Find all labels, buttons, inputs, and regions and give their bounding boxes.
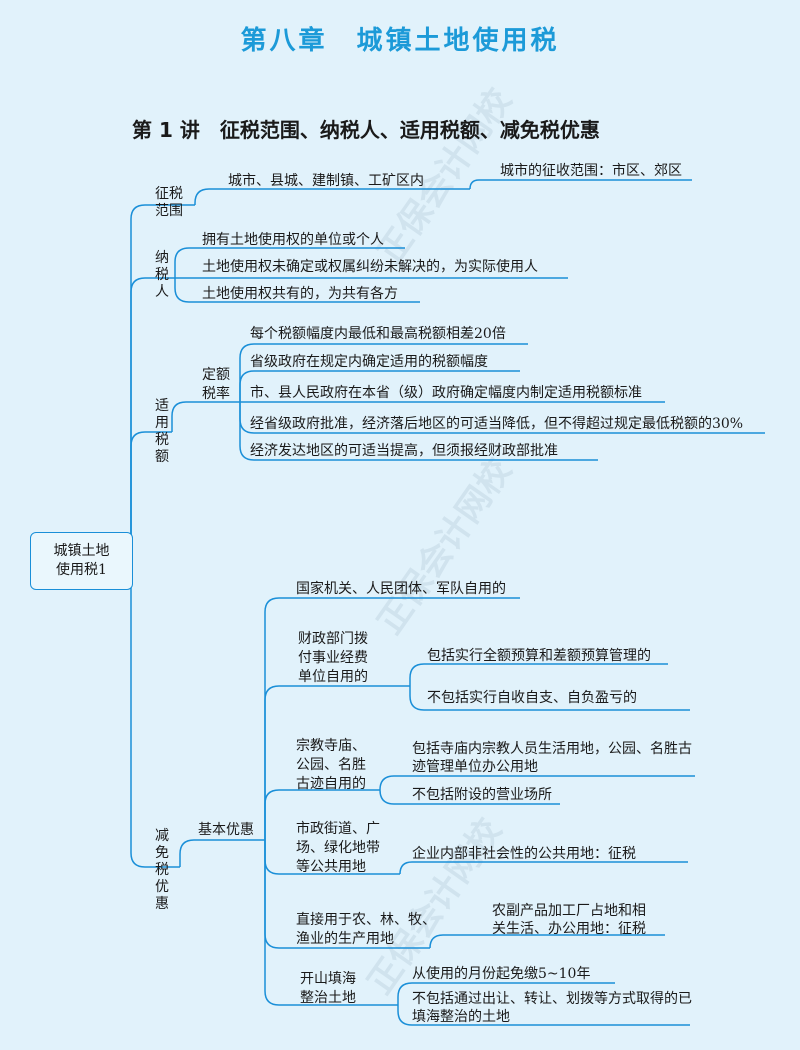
connector-line <box>174 278 420 303</box>
connector-line <box>174 247 405 278</box>
relief-item: 直接用于农、林、牧、渔业的生产用地 <box>296 912 436 947</box>
rate-item: 市、县人民政府在本省（级）政府确定幅度内制定适用税额标准 <box>250 385 642 401</box>
connector-line <box>264 685 410 840</box>
relief-item: 宗教寺庙、公园、名胜古迹自用的 <box>296 738 366 792</box>
connector-line <box>399 861 688 875</box>
connector-line <box>264 597 520 840</box>
connector-line <box>239 370 520 402</box>
connector-line <box>171 401 240 432</box>
relief-subitem: 从使用的月份起免缴5~10年 <box>412 966 591 982</box>
connector-line <box>130 431 172 561</box>
relief-subitem: 包括实行全额预算和差额预算管理的 <box>427 648 651 664</box>
relief-subitem: 不包括通过出让、转让、划拨等方式取得的已填海整治的土地 <box>412 991 692 1025</box>
lecture-title: 第 1 讲 征税范围、纳税人、适用税额、减免税优惠 <box>132 118 600 142</box>
connector-line <box>469 179 692 190</box>
taxpayer-item: 拥有土地使用权的单位或个人 <box>202 232 384 248</box>
relief-subitem: 包括寺庙内宗教人员生活用地，公园、名胜古迹管理单位办公用地 <box>412 741 692 775</box>
connector-line <box>179 839 265 867</box>
fixed-rate-label: 定额税率 <box>202 367 230 402</box>
connector-line <box>409 686 690 711</box>
connector-line <box>239 343 528 402</box>
scope-note: 城市的征收范围：市区、郊区 <box>500 163 682 179</box>
connector-line <box>264 789 380 840</box>
connector-line <box>379 789 560 805</box>
connector-line <box>409 663 668 686</box>
root-node: 城镇土地使用税1 <box>30 532 133 590</box>
taxpayer-label: 纳税人 <box>155 250 169 300</box>
relief-subitem: 不包括实行自收自支、自负盈亏的 <box>427 690 637 706</box>
relief-item: 开山填海整治土地 <box>300 971 356 1006</box>
rate-item: 经济发达地区的可适当提高，但须报经财政部批准 <box>250 443 558 459</box>
rate-label: 适用税额 <box>155 398 169 465</box>
scope-item: 城市、县城、建制镇、工矿区内 <box>228 173 424 189</box>
connector-line <box>130 204 195 561</box>
connector-line <box>379 775 695 791</box>
connector-line <box>397 1005 690 1026</box>
taxpayer-item: 土地使用权未确定或权属纠纷未解决的，为实际使用人 <box>202 259 538 275</box>
rate-item: 每个税额幅度内最低和最高税额相差20倍 <box>250 326 506 342</box>
connector-line <box>397 982 615 1005</box>
basic-relief-label: 基本优惠 <box>198 822 254 838</box>
connector-line <box>239 402 598 461</box>
chapter-title: 第八章 城镇土地使用税 <box>240 26 560 56</box>
relief-subitem: 农副产品加工厂占地和相关生活、办公用地：征税 <box>492 903 646 937</box>
connector-line <box>194 188 470 205</box>
relief-subitem: 企业内部非社会性的公共用地：征税 <box>412 846 636 862</box>
connector-line <box>429 934 665 949</box>
relief-item: 国家机关、人民团体、军队自用的 <box>296 581 506 597</box>
rate-item: 经省级政府批准，经济落后地区的可适当降低，但不得超过规定最低税额的30% <box>250 416 744 432</box>
relief-subitem: 不包括附设的营业场所 <box>412 787 552 803</box>
rate-item: 省级政府在规定内确定适用的税额幅度 <box>250 354 488 370</box>
taxpayer-item: 土地使用权共有的，为共有各方 <box>202 286 398 302</box>
connector-line <box>130 277 175 561</box>
relief-item: 市政街道、广场、绿化地带等公共用地 <box>296 821 380 875</box>
scope-label: 征税范围 <box>155 186 183 219</box>
relief-item: 财政部门拨付事业经费单位自用的 <box>298 631 368 685</box>
relief-label: 减免税优惠 <box>155 828 169 912</box>
connector-line <box>130 561 180 868</box>
connector-line <box>264 840 398 1006</box>
